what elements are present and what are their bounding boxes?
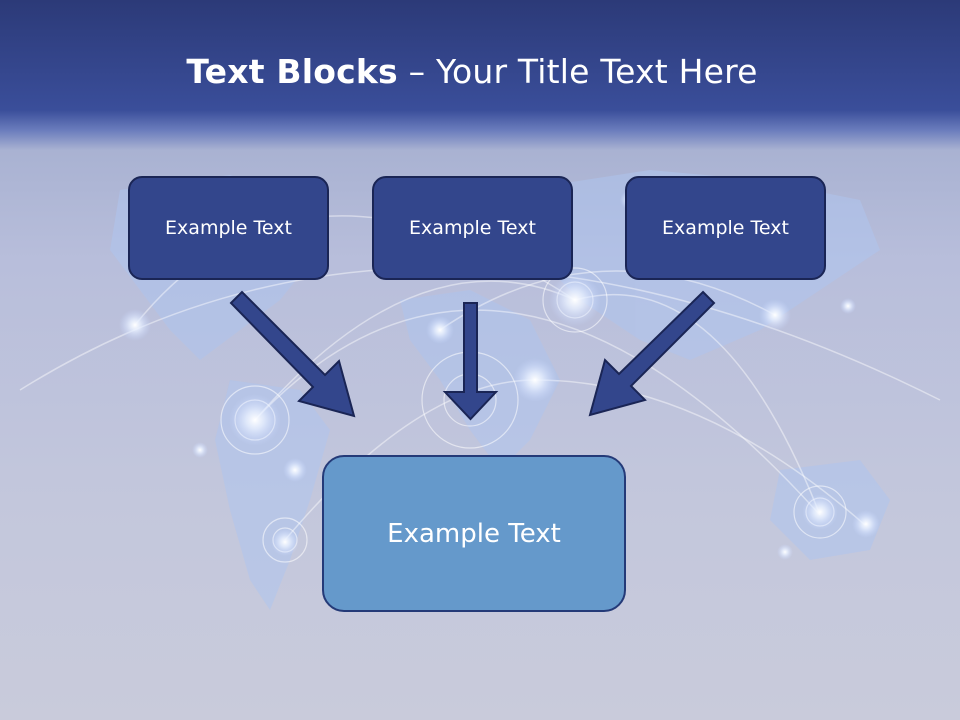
text-block-center-label: Example Text bbox=[409, 217, 536, 239]
text-block-center[interactable]: Example Text bbox=[372, 176, 573, 280]
text-block-left-label: Example Text bbox=[165, 217, 292, 239]
text-block-right[interactable]: Example Text bbox=[625, 176, 826, 280]
text-block-bottom[interactable]: Example Text bbox=[322, 455, 626, 612]
arrow-right-diagonal bbox=[588, 290, 716, 417]
arrow-left-diagonal bbox=[229, 290, 356, 418]
title-bold-part: Text Blocks bbox=[186, 52, 398, 91]
text-block-right-label: Example Text bbox=[662, 217, 789, 239]
arrow-center-down bbox=[442, 302, 499, 421]
text-block-bottom-label: Example Text bbox=[387, 518, 561, 549]
title-rest-part: Your Title Text Here bbox=[435, 52, 758, 91]
slide-title: Text Blocks – Your Title Text Here bbox=[0, 52, 944, 91]
title-separator: – bbox=[397, 52, 436, 91]
text-block-left[interactable]: Example Text bbox=[128, 176, 329, 280]
